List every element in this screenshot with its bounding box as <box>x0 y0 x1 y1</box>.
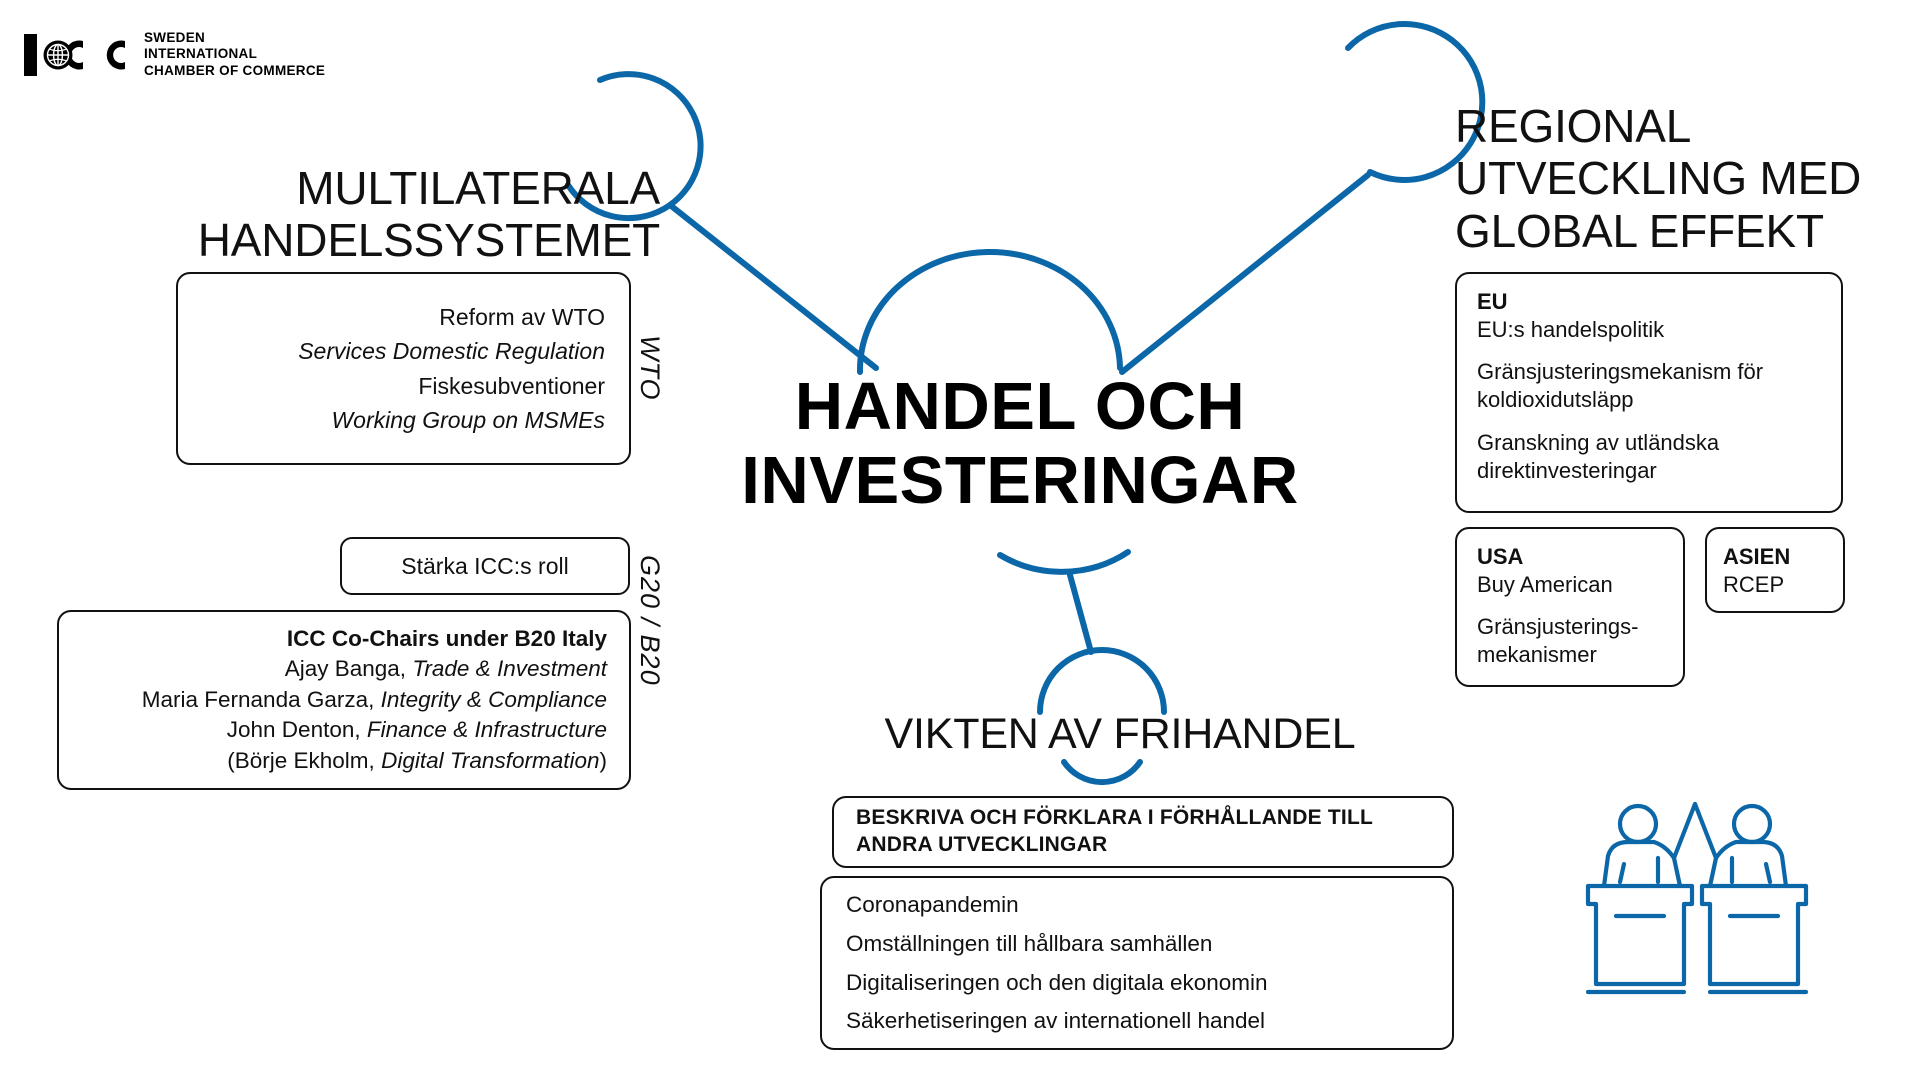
two-speakers-at-podiums-icon <box>1585 801 1809 995</box>
speaker-left-body <box>1601 801 1698 889</box>
speaker-right-body <box>1692 801 1789 889</box>
wto-item-1: Services Domestic Regulation <box>298 338 605 365</box>
asien-box-title: ASIEN <box>1723 544 1791 569</box>
eu-item-0: EU:s handelspolitik <box>1477 317 1665 343</box>
eu-item-2: Granskning av utländska direktinvesterin… <box>1477 429 1720 483</box>
connector-arc-frihandel-bottom <box>1061 759 1143 786</box>
connector-arc-frihandel-top <box>1037 647 1167 715</box>
b20-cochair-name: John Denton, <box>226 717 361 743</box>
eu-box[interactable]: EU EU:s handelspolitik Gränsjusteringsme… <box>1455 272 1843 513</box>
b20-cochairs-title: ICC Co-Chairs under B20 Italy <box>286 625 607 651</box>
connector-arc-center-bottom <box>997 549 1131 575</box>
b20-cochairs-box[interactable]: ICC Co-Chairs under B20 Italy Ajay Banga… <box>57 610 631 790</box>
usa-item-1: Gränsjusterings-mekanismer <box>1477 614 1639 668</box>
rail-label-wto: WTO <box>635 335 665 401</box>
logo-line-international: INTERNATIONAL <box>144 46 258 62</box>
strengthen-icc-role-label: Stärka ICC:s roll <box>401 552 569 579</box>
logo-wordmark: SWEDEN INTERNATIONAL CHAMBER OF COMMERCE <box>144 30 325 79</box>
podium-left <box>1585 883 1695 987</box>
frihandel-callout-box[interactable]: BESKRIVA OCH FÖRKLARA I FÖRHÅLLANDE TILL… <box>832 796 1454 868</box>
frihandel-item-1: Omställningen till hållbara samhällen <box>846 930 1213 956</box>
usa-item-0: Buy American <box>1477 572 1613 598</box>
connector-line-right <box>1119 172 1371 375</box>
frihandel-item-2: Digitaliseringen och den digitala ekonom… <box>846 969 1268 995</box>
b20-cochair-role: Digital Transformation <box>381 747 600 773</box>
b20-cochair-role: Integrity & Compliance <box>380 686 607 712</box>
b20-cochair-name: Maria Fernanda Garza, <box>141 686 375 712</box>
b20-cochair-row: Ajay Banga, Trade & Investment <box>81 654 607 685</box>
rail-label-g20-b20: G20 / B20 <box>635 555 665 686</box>
frihandel-items-box[interactable]: Coronapandemin Omställningen till hållba… <box>820 876 1454 1050</box>
b20-cochair-row: John Denton, Finance & Infrastructure <box>81 715 607 746</box>
connector-stem-bottom <box>1067 572 1094 655</box>
page-title: HANDEL OCH INVESTERINGAR <box>741 369 1299 518</box>
b20-cochair-prefix: ( <box>227 747 235 773</box>
eu-box-title: EU <box>1477 289 1508 314</box>
eu-item-1: Gränsjusteringsmekanism för koldioxiduts… <box>1477 359 1764 413</box>
usa-box[interactable]: USA Buy American Gränsjusterings-mekanis… <box>1455 527 1685 687</box>
b20-cochair-role: Trade & Investment <box>412 656 607 682</box>
frihandel-item-3: Säkerhetiseringen av internationell hand… <box>846 1008 1266 1034</box>
connector-line-left <box>667 202 879 371</box>
asien-box[interactable]: ASIEN RCEP <box>1705 527 1845 613</box>
wto-item-3: Working Group on MSMEs <box>331 406 605 433</box>
wto-item-0: Reform av WTO <box>439 304 605 331</box>
b20-cochair-row: Maria Fernanda Garza, Integrity & Compli… <box>81 685 607 716</box>
b20-cochair-role: Finance & Infrastructure <box>366 717 607 743</box>
speaker-left-head <box>1617 803 1659 845</box>
logo-line-sweden: SWEDEN <box>144 30 206 45</box>
wto-item-2: Fiskesubventioner <box>418 372 605 399</box>
b20-cochair-suffix: ) <box>599 747 608 773</box>
speaker-right-head <box>1731 803 1773 845</box>
logo-line-chamber: CHAMBER OF COMMERCE <box>144 62 326 78</box>
section-heading-regional: REGIONAL UTVECKLING MED GLOBAL EFFEKT <box>1455 100 1862 257</box>
wto-items-box[interactable]: Reform av WTO Services Domestic Regulati… <box>176 272 631 465</box>
icc-sweden-logo: SWEDEN INTERNATIONAL CHAMBER OF COMMERCE <box>22 30 325 79</box>
strengthen-icc-role-box[interactable]: Stärka ICC:s roll <box>340 537 630 595</box>
usa-box-title: USA <box>1477 544 1524 569</box>
asien-item-0: RCEP <box>1723 572 1785 598</box>
frihandel-callout-text: BESKRIVA OCH FÖRKLARA I FÖRHÅLLANDE TILL… <box>856 806 1373 856</box>
podium-right <box>1699 883 1809 987</box>
connector-arc-center-top <box>856 249 1123 375</box>
b20-cochair-name: Börje Ekholm, <box>234 747 375 773</box>
section-heading-frihandel: VIKTEN AV FRIHANDEL <box>884 710 1356 758</box>
b20-cochair-row: (Börje Ekholm, Digital Transformation) <box>81 746 607 777</box>
b20-cochair-name: Ajay Banga, <box>284 656 407 682</box>
icc-globe-mark <box>24 33 125 76</box>
frihandel-item-0: Coronapandemin <box>846 891 1019 917</box>
section-heading-multilateral: MULTILATERALA HANDELSSYSTEMET <box>197 162 660 267</box>
